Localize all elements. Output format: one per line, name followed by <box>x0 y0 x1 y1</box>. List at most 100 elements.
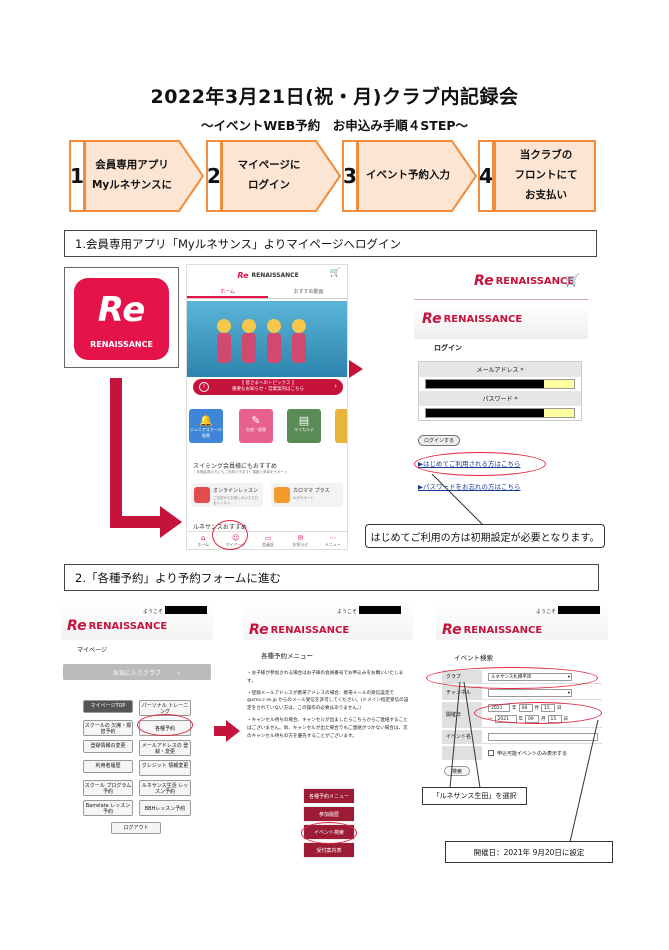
menu-icon: ⋯ <box>329 534 337 542</box>
app-icon-box: Re RENAISSANCE <box>64 267 179 368</box>
club-select-callout: 「ルネサンス生田」を選択 <box>422 787 527 805</box>
note-2: ・登録メールアドレスが携帯アドレスの場合、携帯メールの受信設定で@sms.c-r… <box>247 690 409 712</box>
mypage-heading: マイページ <box>77 647 107 654</box>
message-icon: ✉ <box>297 534 304 542</box>
down-right-arrow-icon <box>110 378 182 538</box>
cart-icon[interactable]: 🛒 <box>565 273 580 287</box>
tile-label: マイカルテ <box>294 427 314 432</box>
date-highlight-ellipse <box>474 702 602 724</box>
first-time-highlight-ellipse <box>414 452 546 476</box>
step-label: 会員専用アプリ Myルネサンスに <box>91 159 173 191</box>
card-desc: ご自宅からお楽しみいただけるレッスン <box>213 496 259 505</box>
chevron-right-icon: › <box>334 382 337 390</box>
arrow-right-icon <box>214 720 240 742</box>
redacted-block <box>426 380 544 388</box>
login-heading: ログイン <box>434 344 462 352</box>
step-label: 当クラブの フロントにて お支払い <box>514 149 578 201</box>
nav-card[interactable]: ▭会員証 <box>252 532 284 549</box>
card-name: カロママ プラス <box>293 488 330 494</box>
recommend-subtitle: ・年間会員の方にもご利用できます！運動と食事をサポート <box>193 470 288 474</box>
btn-lesson-reserve[interactable]: ルネサンス生活 レッスン予約 <box>139 780 191 796</box>
btn-credit-info[interactable]: クレジット 情報変更 <box>139 760 191 776</box>
tile-karte[interactable]: ▤マイカルテ <box>287 409 321 443</box>
step-number: 3 <box>342 140 358 212</box>
step-label: イベント予約入力 <box>366 169 450 182</box>
nav-news[interactable]: ✉お知らせ <box>284 532 316 549</box>
welcome-text: ようこそ <box>337 609 358 615</box>
topics-banner[interactable]: ! 【 皆さまへのトピックス 】 重要なお知らせ・営業案内はこちら › <box>193 379 343 395</box>
reservations-highlight-ellipse <box>137 714 193 736</box>
re-logo-icon: Re <box>422 311 442 327</box>
channel-label: チャンネル <box>442 685 482 700</box>
step-number: 4 <box>478 140 494 212</box>
favorite-club-dropdown[interactable]: お気に入りクラブ⌄ <box>63 664 211 680</box>
re-logo-icon: Re <box>474 273 494 289</box>
tile-label: ジュニアスクール 振替 <box>190 427 222 438</box>
btn-barrelate[interactable]: Barrelate レッスン予約 <box>83 800 133 816</box>
step-label: マイページに ログイン <box>237 159 301 191</box>
event-name-input[interactable] <box>488 732 598 741</box>
tab-videos[interactable]: おすすめ動画 <box>293 289 324 295</box>
chevron-down-icon: ⌄ <box>175 668 181 676</box>
club-highlight-ellipse <box>426 667 598 689</box>
page-subtitle: 〜イベントWEB予約 お申込み手順４STEP〜 <box>200 118 469 133</box>
password-label: パスワード * <box>419 391 581 406</box>
tile-absence[interactable]: ✎欠席・振替 <box>239 409 273 443</box>
search-button[interactable]: 検索 <box>444 766 470 776</box>
menu-reception-table[interactable]: 受付案内表 <box>303 842 355 858</box>
btn-mypage-top[interactable]: マイページTOP <box>83 700 133 713</box>
menu-reservation[interactable]: 各種予約メニュー <box>303 788 355 804</box>
event-search-heading: イベント検索 <box>454 654 493 662</box>
password-field[interactable] <box>425 408 575 418</box>
mypage-highlight-ellipse <box>212 520 248 550</box>
card-online-lesson[interactable]: オンラインレッスンご自宅からお楽しみいただけるレッスン <box>191 483 263 507</box>
re-logo-mark: Re <box>97 290 146 330</box>
card-calomama[interactable]: カロママ プラス AIがサポート <box>271 483 343 507</box>
banner-line2: 重要なお知らせ・営業案内はこちら <box>232 386 304 392</box>
step-arrow-shape <box>358 140 478 212</box>
btn-bbh[interactable]: BBHレッスン予約 <box>139 800 191 816</box>
arrow-right-icon <box>349 360 363 378</box>
date-select-callout: 開催日：2021年 9月20日に設定 <box>445 841 613 863</box>
btn-logout[interactable]: ログアウト <box>111 822 161 834</box>
tab-home[interactable]: ホーム <box>187 285 268 298</box>
step-number: 2 <box>206 140 222 212</box>
btn-school-absence[interactable]: スクールの 欠席・振替予約 <box>83 720 133 736</box>
note-3: ・キャンセル待ちの場合、キャンセルが出ましたらこちらからご連絡することはございま… <box>247 717 408 739</box>
cart-icon[interactable]: 🛒 <box>329 268 341 278</box>
btn-email-change[interactable]: メールアドレスの 登録・変更 <box>139 740 191 756</box>
btn-school-program[interactable]: スクール プログラム予約 <box>83 780 133 796</box>
btn-profile-change[interactable]: 登録情報の変更 <box>83 740 133 753</box>
callout-pointer <box>431 474 483 525</box>
menu-history[interactable]: 参加履歴 <box>303 806 355 822</box>
nav-home[interactable]: ⌂ホーム <box>187 532 219 549</box>
chevron-down-icon: ▾ <box>567 690 570 696</box>
card-name: オンラインレッスン <box>213 488 259 494</box>
email-field[interactable] <box>425 379 575 389</box>
channel-select[interactable]: ▾ <box>488 688 572 697</box>
tile-junior-school[interactable]: 🔔ジュニアスクール 振替 <box>189 409 223 443</box>
available-only-checkbox[interactable] <box>488 750 494 756</box>
nav-menu[interactable]: ⋯メニュー <box>317 532 347 549</box>
re-logo-icon: Re <box>442 622 462 638</box>
tile-more[interactable] <box>335 409 347 443</box>
step-box-shape <box>494 140 596 212</box>
welcome-text: ようこそ <box>143 609 164 615</box>
btn-usage-history[interactable]: 利用者履歴 <box>83 760 133 773</box>
section-2-heading: 2.「各種予約」より予約フォームに進む <box>64 564 599 591</box>
forgot-password-link[interactable]: ▶パスワードをお忘れの方はこちら <box>418 483 521 491</box>
email-label: メールアドレス * <box>419 362 581 377</box>
step-number: 1 <box>69 140 85 212</box>
redacted-block <box>426 409 544 417</box>
login-button[interactable]: ログインする <box>418 435 461 446</box>
first-time-callout: はじめてご利用の方は初期設定が必要となります。 <box>365 524 605 548</box>
renaissance-app-icon[interactable]: Re RENAISSANCE <box>74 278 169 360</box>
kids-swimming-photo <box>187 301 347 377</box>
reservation-menu-heading: 各種予約メニュー <box>261 652 313 660</box>
edit-icon: ✎ <box>251 414 261 427</box>
card-desc: AIがサポート <box>293 496 314 500</box>
